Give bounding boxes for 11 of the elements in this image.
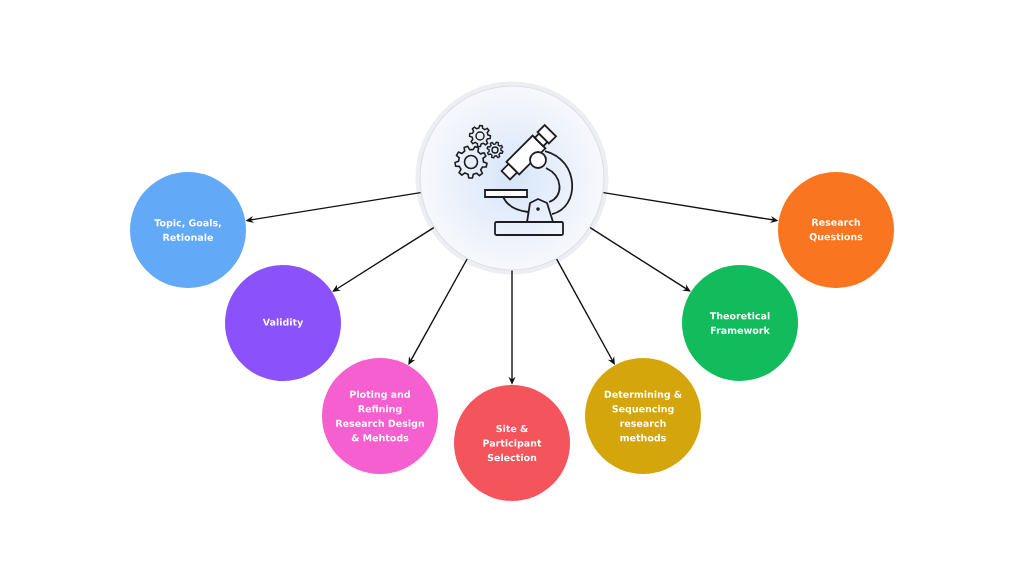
arrow bbox=[332, 226, 435, 292]
arrow bbox=[555, 258, 615, 365]
circle-node: Determining & Sequencing research methods bbox=[585, 358, 701, 474]
circle-node: Site & Participant Selection bbox=[454, 385, 570, 501]
arrow bbox=[589, 227, 691, 292]
circle-node: Validity bbox=[225, 265, 341, 381]
circle-node: Theoretical Framework bbox=[682, 265, 798, 381]
circle-node: Ploting and Refining Research Design & Mehtods bbox=[322, 358, 438, 474]
hub-circle bbox=[415, 81, 609, 275]
circle-node: Topic, Goals, Retionale bbox=[130, 172, 246, 288]
circle-node: Research Questions bbox=[778, 172, 894, 288]
